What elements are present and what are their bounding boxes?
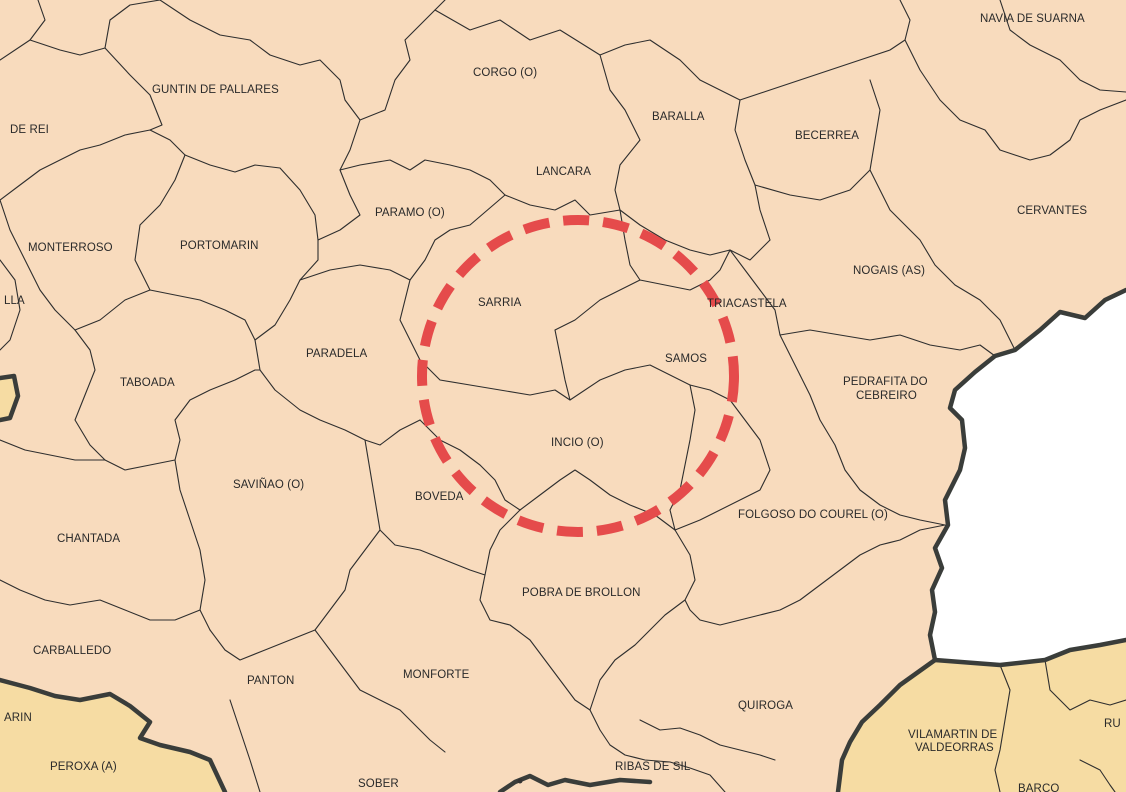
- label-vilamartin-line2: VALDEORRAS: [915, 742, 994, 754]
- province-border-southwest: [0, 677, 228, 792]
- label-lancara: LANCARA: [536, 166, 591, 178]
- label-ru: RU: [1104, 718, 1121, 730]
- label-monterroso: MONTERROSO: [28, 242, 113, 254]
- province-border-southeast-inner: [932, 637, 1126, 668]
- label-paramo: PARAMO (O): [375, 207, 445, 219]
- label-cervantes: CERVANTES: [1017, 205, 1087, 217]
- label-barco: BARCO: [1018, 783, 1059, 792]
- label-chantada: CHANTADA: [57, 533, 120, 545]
- label-becerrea: BECERREA: [795, 130, 859, 142]
- label-lla: LLA: [4, 295, 25, 307]
- label-baralla: BARALLA: [652, 111, 705, 123]
- neighbor-province-southwest: [0, 680, 225, 792]
- label-carballedo: CARBALLEDO: [33, 645, 111, 657]
- label-guntin-de-pallares: GUNTIN DE PALLARES: [152, 84, 279, 96]
- label-samos: SAMOS: [665, 353, 707, 365]
- label-pobra-de-brollon: POBRA DE BROLLON: [522, 587, 641, 599]
- neighbor-province-west: [0, 376, 18, 420]
- label-sober: SOBER: [358, 778, 399, 790]
- label-quiroga: QUIROGA: [738, 700, 793, 712]
- label-sarria: SARRIA: [478, 297, 522, 309]
- label-de-rei: DE REI: [10, 124, 49, 136]
- label-incio: INCIO (O): [551, 437, 604, 449]
- label-folgoso-do-courel: FOLGOSO DO COUREL (O): [738, 509, 888, 521]
- province-border-west: [0, 373, 21, 423]
- label-boveda: BOVEDA: [415, 491, 464, 503]
- label-monforte: MONFORTE: [403, 669, 470, 681]
- label-panton: PANTON: [247, 675, 294, 687]
- label-paradela: PARADELA: [306, 348, 368, 360]
- province-border-east: [927, 287, 1126, 663]
- highlight-ring: [417, 215, 739, 537]
- label-nogais: NOGAIS (AS): [853, 265, 925, 277]
- label-pedrafita-line1: PEDRAFITA DO: [843, 376, 928, 388]
- label-taboada: TABOADA: [120, 377, 175, 389]
- label-triacastela: TRIACASTELA: [707, 298, 787, 310]
- label-peroxa: PEROXA (A): [50, 761, 117, 773]
- label-vilamartin-line1: VILAMARTIN DE: [908, 729, 998, 741]
- province-border-southeast: [835, 657, 938, 792]
- label-portomarin: PORTOMARIN: [180, 240, 259, 252]
- label-arin: ARIN: [4, 712, 32, 724]
- locator-dot: [517, 778, 523, 784]
- outside-region-east: [930, 290, 1126, 665]
- municipality-labels: NAVIA DE SUARNA GUNTIN DE PALLARES CORGO…: [4, 13, 1121, 792]
- label-pedrafita-line2: CEBREIRO: [856, 390, 917, 402]
- label-savinao: SAVIÑAO (O): [233, 478, 304, 491]
- label-corgo: CORGO (O): [473, 67, 537, 79]
- label-navia-de-suarna: NAVIA DE SUARNA: [980, 13, 1085, 25]
- label-ribas-de-sil: RIBAS DE SIL: [615, 761, 691, 773]
